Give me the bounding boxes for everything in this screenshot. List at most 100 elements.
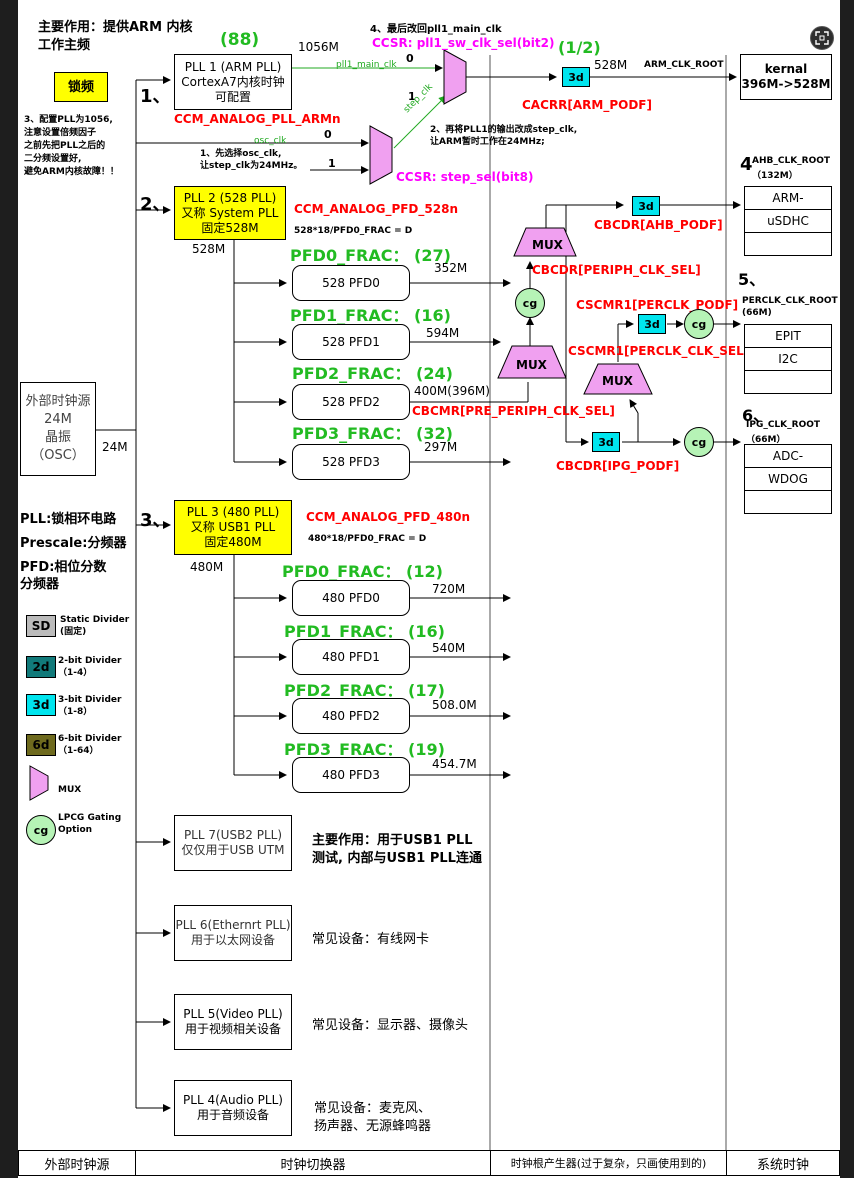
- perclk-item-1: I2C: [744, 347, 832, 371]
- pll3-formula: 480*18/PFD0_FRAC = D: [308, 534, 427, 544]
- footer-system-clock: 系统时钟: [726, 1150, 840, 1176]
- pll2-pfd3-box: 528 PFD3: [292, 444, 410, 480]
- legend-2d: 2d: [26, 656, 56, 678]
- perclk-root-freq: (66M): [742, 308, 772, 318]
- ccsr-step-reg: CCSR: step_sel(bit8): [396, 170, 534, 184]
- perclk-item-0: EPIT: [744, 324, 832, 348]
- note-2: 2、再将PLL1的输出改成step_clk,让ARM暂时工作在24MHz;: [430, 125, 578, 147]
- legend-2d-text: 2-bit Divider（1-4）: [58, 656, 122, 678]
- pll2-pfd0-box: 528 PFD0: [292, 265, 410, 301]
- cacrr-reg: CACRR[ARM_PODF]: [522, 98, 652, 112]
- pll3-pfd2-frac: PFD2_FRAC： (17): [284, 681, 445, 700]
- mux-pre-periph-label: MUX: [516, 358, 547, 372]
- pll2-pfd1-frac: PFD1_FRAC： (16): [290, 306, 451, 325]
- pll2-pfd2-box: 528 PFD2: [292, 384, 410, 420]
- cbcdr-ipg-reg: CBCDR[IPG_PODF]: [556, 459, 680, 473]
- pll2-freq: 528M: [192, 242, 226, 256]
- cbcmr-pre-reg: CBCMR[PRE_PERIPH_CLK_SEL]: [412, 404, 615, 418]
- pll2-reg: CCM_ANALOG_PFD_528n: [294, 202, 458, 216]
- ahb-item-2: [744, 232, 832, 256]
- note-4: 4、最后改回pll1_main_clk: [370, 24, 502, 35]
- legend-3d: 3d: [26, 694, 56, 716]
- expand-icon: [815, 31, 829, 45]
- pll4-desc: 常见设备：麦克风、扬声器、无源蜂鸣器: [314, 1101, 432, 1134]
- arm-clk-root-label: ARM_CLK_ROOT: [644, 60, 724, 70]
- pll2-pfd3-freq: 297M: [424, 440, 458, 454]
- pll2-pfd3-frac: PFD3_FRAC： (32): [292, 424, 453, 443]
- ipg-root-freq: （66M）: [746, 435, 786, 445]
- pll3-pfd1-freq: 540M: [432, 641, 466, 655]
- ipg-number: 6、: [742, 406, 770, 425]
- legend-6d: 6d: [26, 734, 56, 756]
- step-input-1: 1: [328, 157, 336, 170]
- pll2-pfd0-frac: PFD0_FRAC： (27): [290, 246, 451, 265]
- pll3-pfd0-box: 480 PFD0: [292, 580, 410, 616]
- pll3-pfd0-frac: PFD0_FRAC： (12): [282, 562, 443, 581]
- cbcdr-periph-reg: CBCDR[PERIPH_CLK_SEL]: [532, 263, 701, 277]
- cg-perclk: cg: [684, 309, 714, 339]
- fullscreen-icon[interactable]: [810, 26, 834, 50]
- pll3-pfd2-box: 480 PFD2: [292, 698, 410, 734]
- note-3: 3、配置PLL为1056,注意设置倍频因子之前先把PLL之后的二分频设置好,避免…: [24, 115, 119, 177]
- pll3-pfd1-box: 480 PFD1: [292, 639, 410, 675]
- pll2-pfd2-freq: 400M(396M): [414, 384, 490, 398]
- footer-external-clock: 外部时钟源: [18, 1150, 136, 1176]
- mux-periph-clk-sel: [513, 227, 577, 257]
- osc-clk-label: osc_clk: [254, 136, 287, 146]
- ccsr-sw-reg: CCSR: pll1_sw_clk_sel(bit2): [372, 36, 555, 50]
- glossary-pfd: PFD:相位分数: [20, 560, 107, 575]
- cscmr1-perclk-podf-reg: CSCMR1[PERCLK_PODF]: [576, 298, 739, 312]
- mux-periph-label: MUX: [532, 238, 563, 252]
- legend-sd: SD: [26, 615, 56, 637]
- ipg-root-label: IPG_CLK_ROOT: [746, 420, 821, 430]
- pll3-pfd1-frac: PFD1_FRAC： (16): [284, 622, 445, 641]
- pll3-number: 3、: [140, 510, 171, 531]
- mux-pll1-sw: [443, 49, 467, 105]
- ipg-item-0: ADC-: [744, 444, 832, 468]
- footer-root-generator: 时钟根产生器(过于复杂，只画使用到的): [490, 1150, 727, 1176]
- perclk-number: 5、: [738, 270, 766, 289]
- sw-input-1: 1: [408, 90, 416, 103]
- pll3-reg: CCM_ANALOG_PFD_480n: [306, 510, 470, 524]
- pll3-pfd2-freq: 508.0M: [432, 698, 477, 712]
- legend-mux-icon: [29, 765, 49, 801]
- ahb-podf-divider: 3d: [632, 196, 660, 216]
- glossary-prescale: Prescale:分频器: [20, 536, 127, 551]
- mux-perclk-label: MUX: [602, 374, 633, 388]
- legend-sd-text: Static Divider(固定): [60, 615, 130, 637]
- pll2-pfd0-freq: 352M: [434, 261, 468, 275]
- ahb-number: 4: [740, 154, 753, 175]
- ahb-root-freq: （132M）: [752, 171, 798, 181]
- arm-podf-divider: 3d: [562, 67, 590, 87]
- lock-freq-badge: 锁频: [54, 72, 108, 102]
- top-note-line2: 工作主频: [38, 38, 91, 53]
- cscmr1-perclk-sel-reg: CSCMR1[PERCLK_CLK_SEL]: [568, 344, 750, 358]
- ipg-podf-divider: 3d: [592, 432, 620, 452]
- pll1-frac: (88): [220, 30, 260, 50]
- pll1-number: 1、: [140, 86, 171, 107]
- pll1-main-clk-label: pll1_main_clk: [336, 60, 397, 70]
- pll1-reg: CCM_ANALOG_PLL_ARMn: [174, 112, 341, 126]
- ahb-item-0: ARM-: [744, 186, 832, 210]
- ahb-root-label: AHB_CLK_ROOT: [752, 156, 831, 166]
- mux-step-sel: [369, 125, 393, 185]
- note-1: 1、先选择osc_clk,让step_clk为24MHz。: [200, 149, 303, 171]
- pll2-pfd1-freq: 594M: [426, 326, 460, 340]
- pll2-pfd2-frac: PFD2_FRAC： (24): [292, 364, 453, 383]
- pll2-pfd1-box: 528 PFD1: [292, 324, 410, 360]
- pll6-box: PLL 6(Ethernrt PLL)用于以太网设备: [174, 905, 292, 961]
- cg-periph: cg: [515, 288, 545, 318]
- ipg-item-1: WDOG: [744, 467, 832, 491]
- glossary-pll: PLL:锁相环电路: [20, 512, 117, 527]
- pll6-desc: 常见设备：有线网卡: [312, 932, 430, 947]
- pll3-freq: 480M: [190, 560, 224, 574]
- cg-ipg: cg: [684, 427, 714, 457]
- pll3-pfd0-freq: 720M: [432, 582, 466, 596]
- legend-mux-text: MUX: [58, 785, 82, 795]
